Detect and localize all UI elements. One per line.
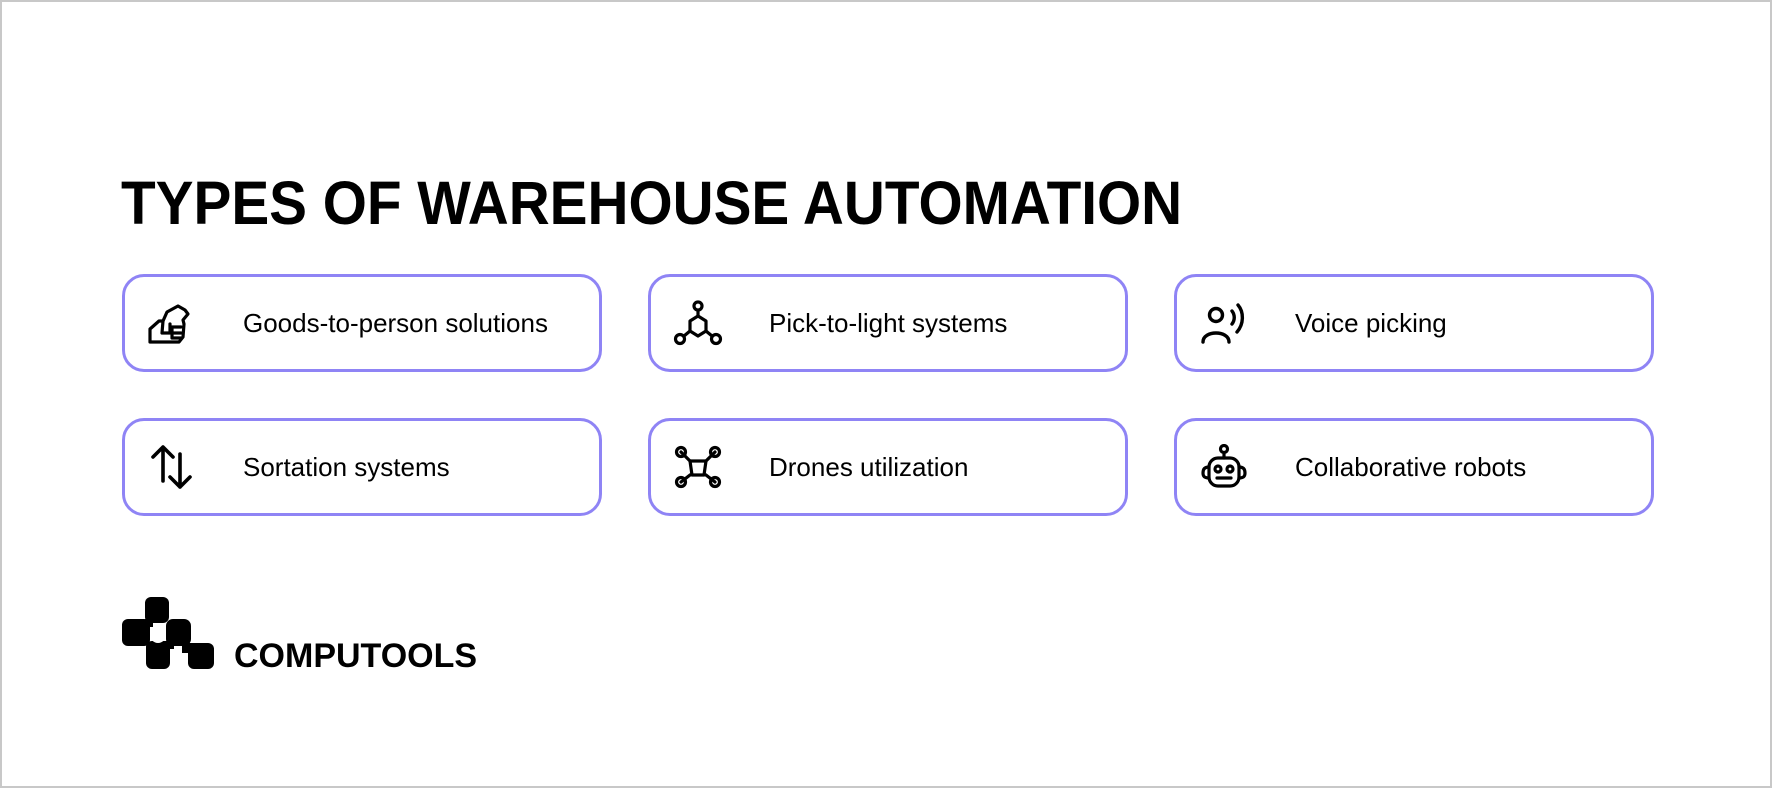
sort-arrows-icon bbox=[147, 444, 197, 490]
brand-name: COMPUTOOLS bbox=[234, 637, 478, 675]
network-nodes-icon bbox=[673, 300, 723, 346]
card-goods-to-person: Goods-to-person solutions bbox=[122, 274, 602, 372]
card-label: Collaborative robots bbox=[1295, 451, 1527, 482]
card-collaborative-robots: Collaborative robots bbox=[1174, 418, 1654, 516]
card-label: Voice picking bbox=[1295, 307, 1447, 338]
page-title: TYPES OF WAREHOUSE AUTOMATION bbox=[121, 168, 1183, 237]
drone-icon bbox=[673, 444, 723, 490]
robot-icon bbox=[1199, 444, 1249, 490]
card-pick-to-light: Pick-to-light systems bbox=[648, 274, 1128, 372]
computools-logo-icon bbox=[122, 597, 214, 669]
card-label: Sortation systems bbox=[243, 451, 450, 482]
card-sortation: Sortation systems bbox=[122, 418, 602, 516]
card-label: Pick-to-light systems bbox=[769, 307, 1008, 338]
card-drones: Drones utilization bbox=[648, 418, 1128, 516]
hand-box-icon bbox=[147, 300, 197, 346]
card-voice-picking: Voice picking bbox=[1174, 274, 1654, 372]
person-voice-icon bbox=[1199, 300, 1249, 346]
card-label: Drones utilization bbox=[769, 451, 969, 482]
card-label: Goods-to-person solutions bbox=[243, 307, 548, 338]
